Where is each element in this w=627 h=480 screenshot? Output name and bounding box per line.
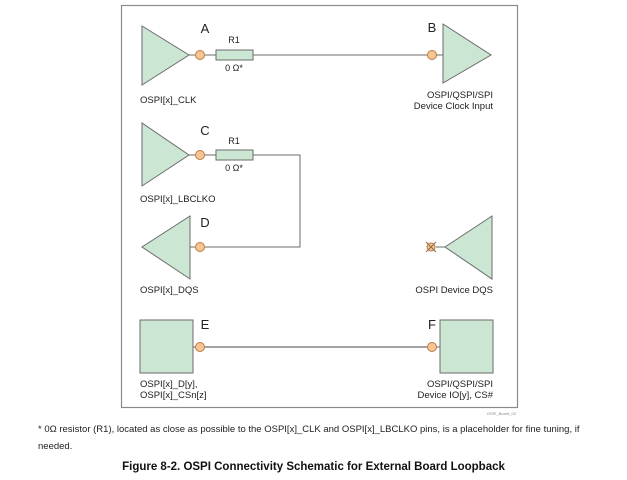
buffer-a-icon (141, 25, 190, 86)
pin-letter-c: C (200, 123, 209, 138)
block-e-icon (139, 319, 194, 374)
wire-loopback-c-d (205, 154, 301, 248)
resistor-icon (215, 149, 254, 161)
figure-caption: Figure 8-2. OSPI Connectivity Schematic … (122, 461, 505, 473)
block-f-icon (439, 319, 494, 374)
resistor-name: R1 (228, 136, 240, 146)
node-b: B OSPI/QSPI/SPI Device Clock Input (414, 20, 494, 112)
node-f: F OSPI/QSPI/SPI Device IO[y], CS# (418, 317, 494, 401)
pin-b (427, 50, 437, 60)
signal-label-b-line1: OSPI/QSPI/SPI (427, 90, 493, 101)
signal-label-e-line2: OSPI[x]_CSn[z] (140, 390, 207, 401)
signal-label-b-line2: Device Clock Input (414, 101, 494, 112)
node-c: C OSPI[x]_LBCLKO (140, 122, 216, 205)
pin-a (195, 50, 205, 60)
signal-label-e-line1: OSPI[x]_D[y], (140, 379, 198, 390)
pin-letter-d: D (200, 215, 209, 230)
pin-e (195, 342, 205, 352)
pin-letter-a: A (201, 21, 210, 36)
buffer-b-icon (442, 23, 492, 84)
schematic-diagram: A OSPI[x]_CLK R1 0 Ω* B OSPI/QSPI/SPI De… (120, 4, 519, 416)
footnote: * 0Ω resistor (R1), located as close as … (38, 424, 580, 452)
signal-label-c: OSPI[x]_LBCLKO (140, 194, 216, 205)
signal-label-device-dqs: OSPI Device DQS (415, 285, 493, 296)
pin-letter-e: E (201, 317, 210, 332)
resistor-name: R1 (228, 35, 240, 45)
resistor-icon (215, 49, 254, 61)
signal-label-f-line1: OSPI/QSPI/SPI (427, 379, 493, 390)
no-connect-pin-icon (425, 241, 437, 253)
node-d: D OSPI[x]_DQS (140, 215, 210, 296)
pin-letter-f: F (428, 317, 436, 332)
resistor-value: 0 Ω* (225, 63, 243, 73)
pin-c (195, 150, 205, 160)
pin-d (195, 242, 205, 252)
pin-letter-b: B (428, 20, 437, 35)
signal-label-d: OSPI[x]_DQS (140, 285, 199, 296)
node-device-dqs: OSPI Device DQS (415, 215, 493, 296)
signal-label-a: OSPI[x]_CLK (140, 95, 197, 106)
node-a: A OSPI[x]_CLK (140, 21, 210, 106)
node-e: E OSPI[x]_D[y], OSPI[x]_CSn[z] (139, 317, 210, 401)
buffer-c-icon (141, 122, 190, 187)
signal-label-f-line2: Device IO[y], CS# (418, 390, 494, 401)
image-id-label: OSPI_Board_02 (487, 411, 517, 416)
pin-f (427, 342, 437, 352)
buffer-device-dqs-icon (444, 215, 493, 280)
resistor-value: 0 Ω* (225, 163, 243, 173)
